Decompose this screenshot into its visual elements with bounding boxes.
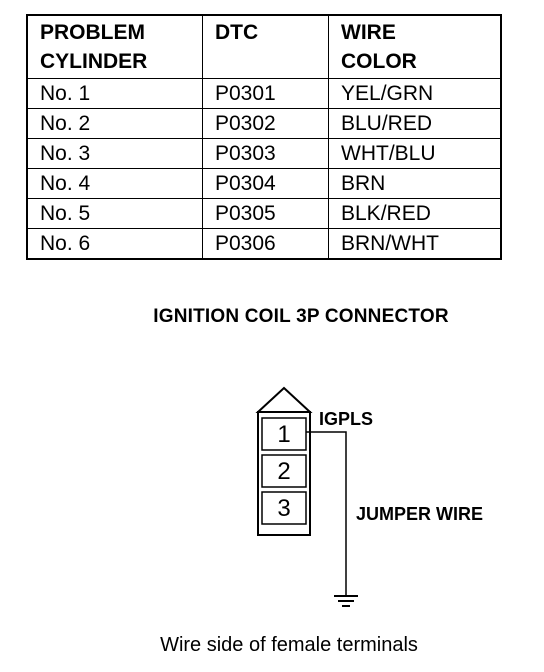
table-row: No. 6 P0306 BRN/WHT <box>26 228 502 260</box>
header-dtc: DTC <box>202 14 329 79</box>
connector-lock-tab <box>255 386 313 413</box>
cell-cylinder: No. 2 <box>26 108 203 139</box>
cell-dtc: P0302 <box>202 108 329 139</box>
pin-number-3: 3 <box>277 495 290 522</box>
table-row: No. 5 P0305 BLK/RED <box>26 198 502 229</box>
igpls-label: IGPLS <box>319 409 373 429</box>
pin-cavity-2 <box>261 454 307 488</box>
cell-dtc: P0303 <box>202 138 329 169</box>
cell-wire-color: YEL/GRN <box>328 78 502 109</box>
cell-dtc: P0305 <box>202 198 329 229</box>
dtc-wire-color-table: PROBLEM CYLINDER DTC WIRE COLOR No. 1 P0… <box>26 14 502 260</box>
pin-cavity-3 <box>261 491 307 525</box>
table-row: No. 3 P0303 WHT/BLU <box>26 138 502 169</box>
header-problem-cylinder: PROBLEM CYLINDER <box>26 14 203 79</box>
diagram-title: IGNITION COIL 3P CONNECTOR <box>153 306 449 327</box>
connector-housing <box>257 411 311 536</box>
cell-cylinder: No. 4 <box>26 168 203 199</box>
cell-dtc: P0301 <box>202 78 329 109</box>
header-text: COLOR <box>341 50 417 73</box>
cell-dtc: P0306 <box>202 228 329 260</box>
pin-number-2: 2 <box>277 458 290 485</box>
diagram-caption: Wire side of female terminals <box>160 634 418 656</box>
cell-wire-color: BRN/WHT <box>328 228 502 260</box>
cell-wire-color: WHT/BLU <box>328 138 502 169</box>
header-text: DTC <box>215 21 259 44</box>
cell-cylinder: No. 6 <box>26 228 203 260</box>
pin-cavity-1 <box>261 417 307 451</box>
cell-wire-color: BLK/RED <box>328 198 502 229</box>
header-text: PROBLEM <box>40 21 145 44</box>
cell-cylinder: No. 3 <box>26 138 203 169</box>
header-text: WIRE <box>341 21 396 44</box>
header-text: CYLINDER <box>40 50 148 73</box>
cell-wire-color: BLU/RED <box>328 108 502 139</box>
cell-dtc: P0304 <box>202 168 329 199</box>
table-row: No. 1 P0301 YEL/GRN <box>26 78 502 109</box>
table-header-row: PROBLEM CYLINDER DTC WIRE COLOR <box>26 14 502 79</box>
table-row: No. 2 P0302 BLU/RED <box>26 108 502 139</box>
jumper-wire-line <box>306 431 347 596</box>
cell-wire-color: BRN <box>328 168 502 199</box>
connector-diagram: 1 2 3 IGPLS JUMPER WIRE <box>255 386 483 607</box>
table-row: No. 4 P0304 BRN <box>26 168 502 199</box>
cell-cylinder: No. 1 <box>26 78 203 109</box>
header-wire-color: WIRE COLOR <box>328 14 502 79</box>
jumper-wire-label: JUMPER WIRE <box>356 504 483 524</box>
cell-cylinder: No. 5 <box>26 198 203 229</box>
pin-number-1: 1 <box>277 421 290 448</box>
